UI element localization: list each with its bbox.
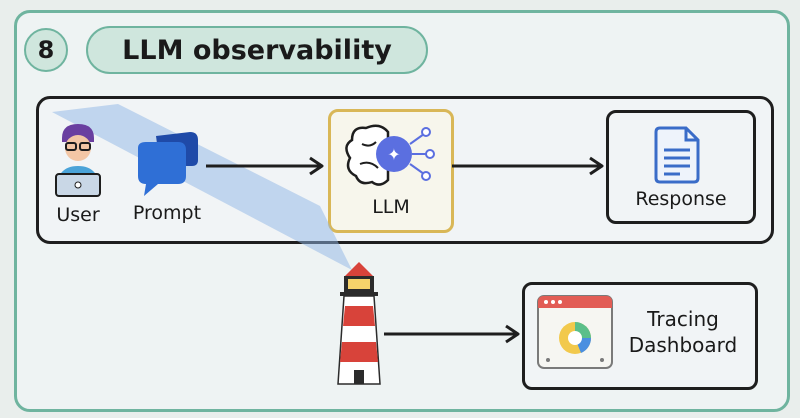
prompt-label: Prompt bbox=[132, 202, 202, 224]
llm-label: LLM bbox=[372, 196, 410, 218]
tracing-label-line2: Dashboard bbox=[628, 333, 738, 357]
arrow-lighthouse-to-dashboard bbox=[384, 324, 520, 344]
dashboard-window-icon bbox=[537, 295, 613, 369]
document-icon bbox=[654, 126, 700, 184]
tracing-label-line1: Tracing bbox=[647, 307, 719, 331]
response-label: Response bbox=[635, 188, 727, 210]
tracing-dashboard-label: Tracing Dashboard bbox=[624, 306, 742, 358]
lighthouse-icon bbox=[337, 262, 381, 385]
step-number-badge: 8 bbox=[24, 28, 68, 72]
chat-bubbles-icon bbox=[138, 132, 198, 196]
arrow-llm-to-response bbox=[452, 156, 604, 176]
user-label: User bbox=[56, 204, 100, 226]
page-title: LLM observability bbox=[86, 26, 428, 74]
brain-network-icon: ✦ bbox=[345, 124, 435, 186]
user-at-laptop-icon bbox=[55, 124, 101, 197]
light-beam bbox=[52, 104, 352, 270]
svg-text:✦: ✦ bbox=[387, 145, 400, 164]
arrow-prompt-to-llm bbox=[206, 156, 324, 176]
